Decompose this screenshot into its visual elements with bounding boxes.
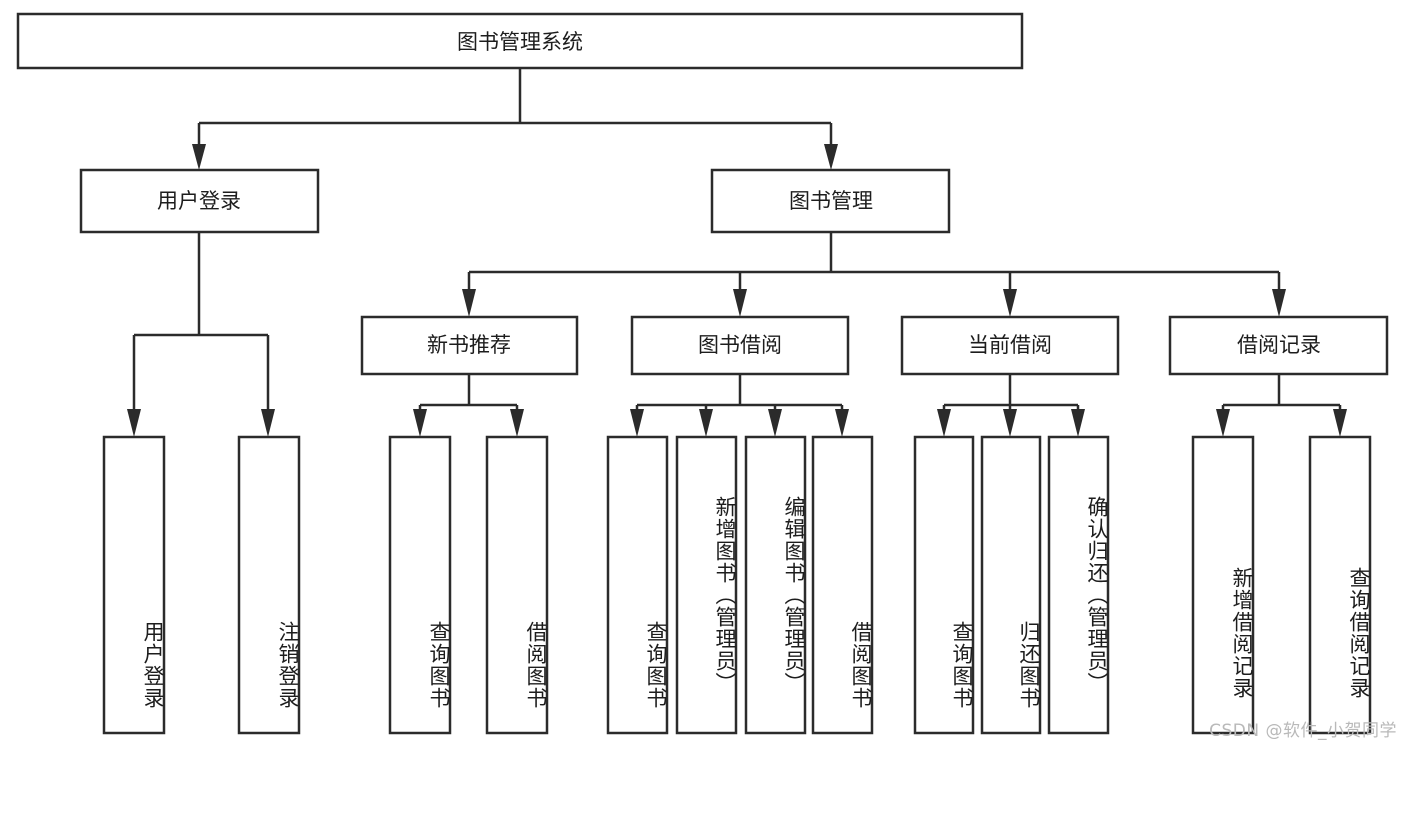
connector-currentborrow-to-leaves (937, 374, 1085, 437)
connector-bookmgmt-to-level3 (462, 232, 1286, 317)
leaf-box-bookborrow-2[interactable] (744, 435, 807, 735)
node-new-book-recommend[interactable]: 新书推荐 (360, 315, 579, 376)
node-borrow-record-label: 借阅记录 (1237, 333, 1321, 357)
node-current-borrow[interactable]: 当前借阅 (900, 315, 1120, 376)
node-root-label: 图书管理系统 (457, 30, 583, 54)
watermark-text: CSDN @软件_小贺同学 (1209, 721, 1397, 741)
leaf-box-user-login-0[interactable] (102, 435, 166, 735)
leaf-box-currentborrow-1[interactable] (980, 435, 1042, 735)
leaf-box-borrowrecord-0[interactable] (1191, 435, 1255, 735)
leaf-box-user-login-1[interactable] (237, 435, 301, 735)
leaf-box-newbook-1[interactable] (485, 435, 549, 735)
node-book-management-label: 图书管理 (789, 189, 873, 213)
leaf-box-borrowrecord-1[interactable] (1308, 435, 1372, 735)
node-user-login-label: 用户登录 (157, 189, 241, 213)
connector-bookborrow-to-leaves (630, 374, 849, 437)
connector-newbook-to-leaves (413, 374, 524, 437)
leaf-box-currentborrow-2[interactable] (1047, 435, 1110, 735)
leaf-box-currentborrow-0[interactable] (913, 435, 975, 735)
node-new-book-recommend-label: 新书推荐 (427, 333, 511, 357)
node-book-management[interactable]: 图书管理 (710, 168, 951, 234)
leaf-box-bookborrow-1[interactable] (675, 435, 738, 735)
tree-diagram-svg: 图书管理系统 用户登录 图书管理 新书推荐 图书借阅 当前借阅 借阅记录 (16, 12, 1389, 735)
connector-root-to-level2 (192, 68, 838, 170)
connector-userlogin-to-leaves (127, 232, 275, 437)
connector-borrowrecord-to-leaves (1216, 374, 1347, 437)
node-book-borrow[interactable]: 图书借阅 (630, 315, 850, 376)
node-root-system[interactable]: 图书管理系统 (16, 12, 1024, 70)
leaf-box-bookborrow-0[interactable] (606, 435, 669, 735)
leaf-box-bookborrow-3[interactable] (811, 435, 874, 735)
node-user-login[interactable]: 用户登录 (79, 168, 320, 234)
node-book-borrow-label: 图书借阅 (698, 333, 782, 357)
leaf-box-newbook-0[interactable] (388, 435, 452, 735)
node-borrow-record[interactable]: 借阅记录 (1168, 315, 1389, 376)
diagram-canvas: 图书管理系统 用户登录 图书管理 新书推荐 图书借阅 当前借阅 借阅记录 (16, 12, 1397, 741)
node-current-borrow-label: 当前借阅 (968, 333, 1052, 357)
